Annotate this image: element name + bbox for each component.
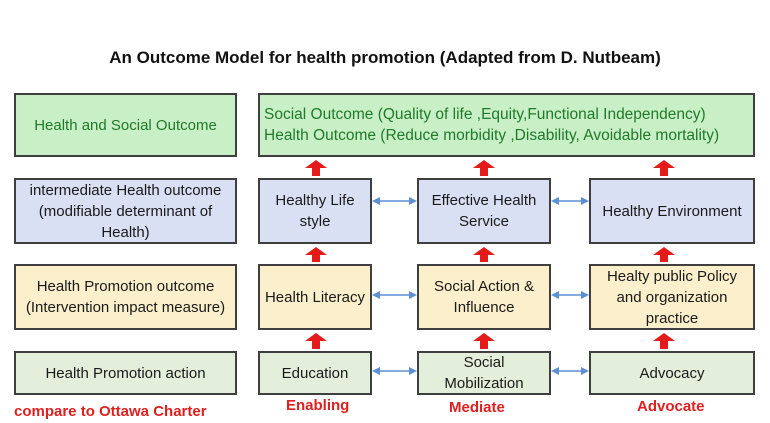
social-action-label: Social Action & Influence (433, 278, 535, 316)
health-literacy-label: Health Literacy (264, 288, 366, 306)
advocate-label: Advocate (637, 398, 705, 415)
up-arrow-to-outcome-1 (473, 160, 495, 176)
healthy-lifestyle-box: Healthy Life style (258, 178, 372, 244)
social-action-box: Social Action & Influence (417, 264, 551, 330)
promotion-outcome-box: Health Promotion outcome (Intervention i… (14, 264, 237, 330)
outcomes-box: Social Outcome (Quality of life ,Equity,… (258, 93, 755, 157)
enabling-label: Enabling (286, 397, 350, 414)
health-social-outcome-label: Health and Social Outcome (34, 116, 217, 134)
up-arrow-to-outcome-2 (653, 160, 675, 176)
social-mobilization-label: Social Mobilization (444, 354, 524, 392)
advocacy-label: Advocacy (639, 364, 705, 382)
social-mobilization-box: Social Mobilization (417, 351, 551, 395)
public-policy-label: Healty public Policy and organization pr… (606, 267, 738, 327)
social-outcome-text: Social Outcome (Quality of life ,Equity,… (264, 106, 706, 123)
up-arrow-to-promotion-2 (653, 333, 675, 349)
mediate-label: Mediate (449, 399, 505, 416)
healthy-environment-label: Healthy Environment (602, 202, 742, 220)
health-social-outcome-box: Health and Social Outcome (14, 93, 237, 157)
promotion-outcome-label: Health Promotion outcome (Intervention i… (25, 278, 226, 316)
public-policy-box: Healty public Policy and organization pr… (589, 264, 755, 330)
effective-health-service-box: Effective Health Service (417, 178, 551, 244)
compare-note: compare to Ottawa Charter (14, 403, 207, 420)
up-arrow-to-intermediate-1 (473, 247, 495, 262)
up-arrow-to-intermediate-0 (305, 247, 327, 262)
intermediate-outcome-label: intermediate Health outcome (modifiable … (29, 181, 222, 241)
diagram-title: An Outcome Model for health promotion (A… (109, 48, 661, 67)
healthy-environment-box: Healthy Environment (589, 178, 755, 244)
up-arrow-to-intermediate-2 (653, 247, 675, 262)
intermediate-outcome-box: intermediate Health outcome (modifiable … (14, 178, 237, 244)
health-outcome-text: Health Outcome (Reduce morbidity ,Disabi… (264, 127, 720, 144)
promotion-action-label: Health Promotion action (45, 364, 206, 382)
healthy-lifestyle-label: Healthy Life style (275, 192, 355, 230)
education-label: Education (281, 364, 349, 382)
up-arrow-to-promotion-1 (473, 333, 495, 349)
advocacy-box: Advocacy (589, 351, 755, 395)
promotion-action-box: Health Promotion action (14, 351, 237, 395)
education-box: Education (258, 351, 372, 395)
up-arrow-to-outcome-0 (305, 160, 327, 176)
health-literacy-box: Health Literacy (258, 264, 372, 330)
effective-health-service-label: Effective Health Service (431, 192, 537, 230)
up-arrow-to-promotion-0 (305, 333, 327, 349)
